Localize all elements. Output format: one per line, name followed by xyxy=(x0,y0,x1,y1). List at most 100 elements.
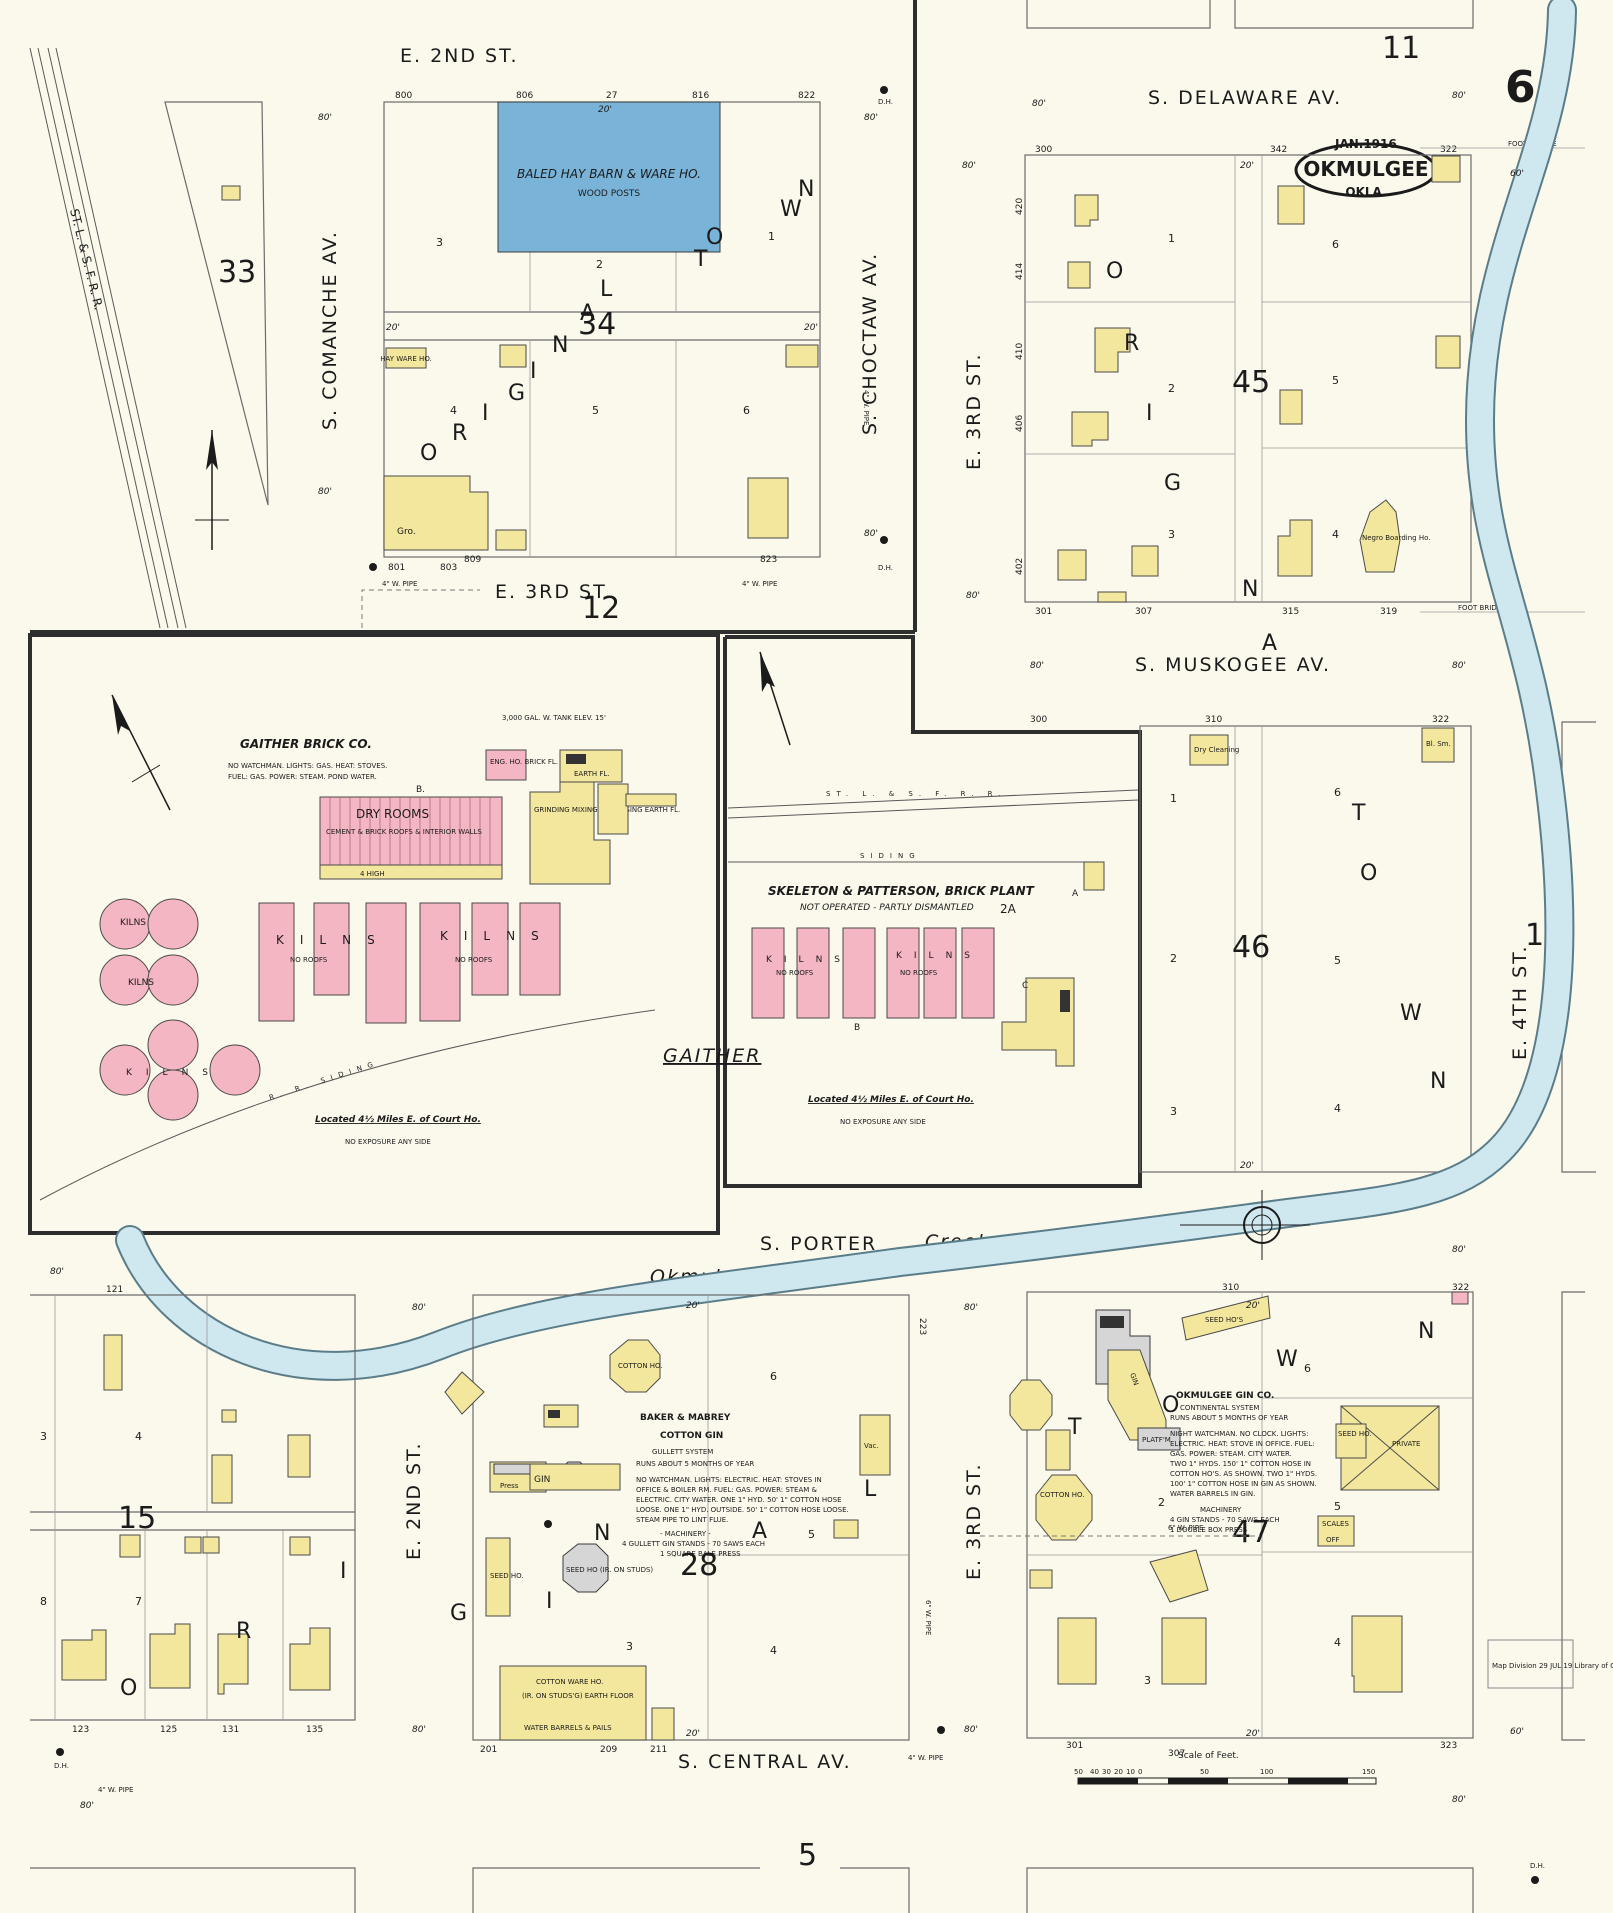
dwelling-b34 xyxy=(747,477,789,539)
okm-gin-label: GIN xyxy=(1128,1372,1140,1387)
engine-house xyxy=(485,749,527,781)
b45-dwelling-8 xyxy=(1431,155,1461,183)
okmulgee-gin-building xyxy=(1107,1349,1167,1441)
okm-machinery: MACHINERY xyxy=(1200,1506,1242,1514)
addr-b47-301: 301 xyxy=(1066,1741,1083,1751)
b45-lot3: 3 xyxy=(1168,528,1175,541)
addr-b34-809: 809 xyxy=(464,555,481,565)
dim-80-3: 80' xyxy=(864,113,878,123)
gaither-no-exposure: NO EXPOSURE ANY SIDE xyxy=(345,1138,431,1146)
gas-regulator xyxy=(1451,1291,1469,1305)
pipe-central: 4" W. PIPE xyxy=(98,1786,133,1794)
orig-b15-0: O xyxy=(120,1676,139,1701)
addr-b45-420: 420 xyxy=(1015,198,1025,215)
off-label: OFF xyxy=(1326,1536,1340,1544)
round-kiln-5 xyxy=(99,1044,151,1096)
cotton-house-2 xyxy=(1035,1474,1093,1541)
b45-dwelling-3 xyxy=(1094,327,1131,373)
block-45 xyxy=(1024,154,1472,603)
round-kiln-8 xyxy=(209,1044,261,1096)
b34-lot6: 6 xyxy=(743,404,750,417)
b47-dwelling-4 xyxy=(1351,1615,1403,1693)
dim-80-7: 80' xyxy=(962,161,976,171)
okm-mach2: 1 DOUBLE BOX PRESS xyxy=(1170,1526,1248,1534)
skeleton-boiler xyxy=(1060,990,1070,1012)
gaither-name: GAITHER BRICK CO. xyxy=(240,737,372,751)
addr-b45-307: 307 xyxy=(1135,607,1152,617)
state-name: OKLA. xyxy=(1345,185,1386,199)
b15-dwelling-4 xyxy=(119,1534,141,1558)
b15-shed xyxy=(221,1409,237,1423)
round-kilns-1: KILNS xyxy=(120,918,146,928)
addr-b15-123: 123 xyxy=(72,1725,89,1735)
kiln-4 xyxy=(419,902,461,1022)
street-e-3rd-bottom: E. 3RD ST. xyxy=(963,1463,985,1581)
cotton-ware-sub2: WATER BARRELS & PAILS xyxy=(524,1724,612,1732)
dh-marker-6 xyxy=(1531,1876,1539,1884)
b34-lot5: 5 xyxy=(592,404,599,417)
skeleton-located: Located 4½ Miles E. of Court Ho. xyxy=(808,1095,974,1105)
pipe-central-2: 4" W. PIPE xyxy=(908,1754,943,1762)
b45-dwelling-2 xyxy=(1067,261,1091,289)
b28-lot4: 4 xyxy=(770,1644,777,1657)
cotton-ware-sub: (IR. ON STUDS'G) EARTH FLOOR xyxy=(522,1692,634,1700)
b34-lot3: 3 xyxy=(436,236,443,249)
dim-80-9: 80' xyxy=(1030,661,1044,671)
b28-office xyxy=(651,1707,675,1741)
b45-dwelling-4 xyxy=(1071,411,1109,447)
orig-b45-6: A xyxy=(1262,631,1279,656)
round-kiln-7 xyxy=(147,1069,199,1121)
seed-house-b-label: SEED HO (IR. ON STUDS) xyxy=(566,1566,653,1574)
b45-lot1: 1 xyxy=(1168,232,1175,245)
round-kilns-3: KILNS xyxy=(126,1068,222,1078)
orig-b28-0: G xyxy=(450,1601,469,1626)
block-28: Press GIN SEED HO. SEED HO (IR. ON STUDS… xyxy=(444,1294,910,1741)
gin-building xyxy=(529,1463,621,1491)
kiln-3 xyxy=(365,902,407,1024)
orig-b34-0: O xyxy=(420,441,439,466)
orig-b28-1: I xyxy=(546,1589,555,1614)
addr-b15-125: 125 xyxy=(160,1725,177,1735)
dim-20-8: 20' xyxy=(1246,1301,1260,1311)
rr-siding-label: R. R. SIDING xyxy=(268,1059,380,1102)
sk-no-roofs-1: NO ROOFS xyxy=(776,969,814,977)
city-name: OKMULGEE xyxy=(1303,157,1428,181)
dim-80-17: 80' xyxy=(1452,1795,1466,1805)
sk-kilns-2: KILNS xyxy=(896,951,982,961)
b47-shed xyxy=(1029,1569,1053,1589)
dim-80-16: 80' xyxy=(964,1725,978,1735)
dim-60-1: 60' xyxy=(1510,169,1524,179)
negro-boarding-house xyxy=(1359,499,1401,573)
orig-b45-1: R xyxy=(1124,331,1141,356)
orig-b34-5: N xyxy=(552,333,570,358)
dim-20-2: 20' xyxy=(386,323,400,333)
dim-20-6: 20' xyxy=(686,1301,700,1311)
b47-dwelling-1 xyxy=(1149,1549,1209,1603)
title-cartouche: JAN.1916 OKMULGEE OKLA. xyxy=(1294,137,1438,199)
block-28-number: 28 xyxy=(680,1548,718,1583)
stamp-text: Map Division 29 JUL 19 Library of Congre… xyxy=(1492,1662,1613,1670)
b45-dwelling-6 xyxy=(1131,545,1159,577)
dim-20-4: 20' xyxy=(1240,161,1254,171)
adjoining-sheet-top: 11 xyxy=(1382,31,1420,66)
b34-lot2: 2 xyxy=(596,258,603,271)
b46-lot3: 3 xyxy=(1170,1105,1177,1118)
orig-b34-10: W xyxy=(780,197,804,222)
baker-mach1: 4 GULLETT GIN STANDS - 70 SAWS EACH xyxy=(622,1540,765,1548)
block-34: BALED HAY BARN & WARE HO. WOOD POSTS HAY… xyxy=(380,101,821,558)
scale-tick-6: 50 xyxy=(1200,1768,1209,1776)
b15-dwelling-6 xyxy=(149,1623,191,1689)
dh-3: D.H. xyxy=(878,564,893,572)
scale-title: Scale of Feet. xyxy=(1178,1751,1239,1761)
seed-ho-1 xyxy=(485,1537,511,1617)
boiler-room xyxy=(559,749,623,783)
sk-kiln-2 xyxy=(796,927,830,1019)
kiln-5 xyxy=(471,902,509,996)
cotton-ho-b28-label: COTTON HO. xyxy=(618,1362,663,1370)
dim-20-5: 20' xyxy=(1240,1161,1254,1171)
dh-marker-2 xyxy=(369,563,377,571)
scale-tick-0: 50 xyxy=(1074,1768,1083,1776)
dim-80-2: 80' xyxy=(318,487,332,497)
addr-b34-816: 816 xyxy=(692,91,709,101)
okm-name: OKMULGEE GIN CO. xyxy=(1176,1391,1274,1401)
